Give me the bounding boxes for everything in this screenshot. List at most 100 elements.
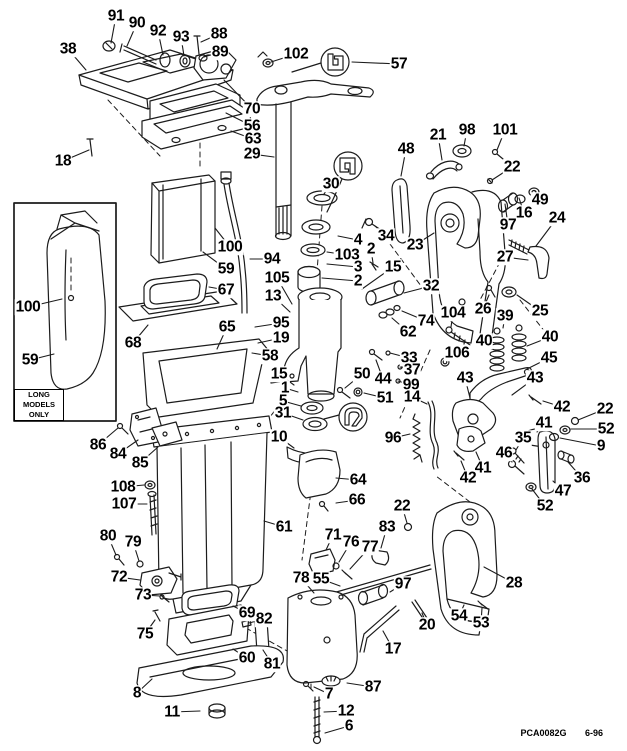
callout-107: 107 xyxy=(110,495,138,513)
part-bolt-107-108 xyxy=(144,480,158,536)
part-fasteners-right xyxy=(453,284,580,492)
part-seals-5-31 xyxy=(300,401,328,432)
callout-16: 16 xyxy=(514,204,534,222)
lubricant-icon-lower xyxy=(338,402,368,432)
callout-39: 39 xyxy=(495,307,515,325)
callout-38: 38 xyxy=(58,40,78,58)
callout-40: 40 xyxy=(474,332,494,350)
callout-83: 83 xyxy=(377,518,397,536)
callout-45: 45 xyxy=(539,349,559,367)
callout-1: 1 xyxy=(279,379,291,397)
callout-15: 15 xyxy=(269,365,289,383)
callout-40: 40 xyxy=(540,328,560,346)
callout-108: 108 xyxy=(109,478,137,496)
part-rod-17 xyxy=(359,605,400,653)
callout-63: 63 xyxy=(243,130,263,148)
lubricant-icon-top xyxy=(320,47,350,77)
callout-76: 76 xyxy=(341,533,361,551)
callout-91: 91 xyxy=(106,7,126,25)
part-clamp-bracket-23 xyxy=(426,186,506,344)
callout-54: 54 xyxy=(449,607,469,625)
callout-50: 50 xyxy=(352,365,372,383)
part-water-tube-94 xyxy=(220,171,248,314)
callout-5: 5 xyxy=(277,392,289,410)
callout-34: 34 xyxy=(376,227,396,245)
drawing-code: PCA0082G 6-96 xyxy=(504,728,603,738)
callout-43: 43 xyxy=(455,369,475,387)
callout-33: 33 xyxy=(399,349,419,367)
callout-48: 48 xyxy=(396,140,416,158)
callout-100: 100 xyxy=(216,238,244,256)
leader-line-9 xyxy=(559,437,602,447)
callout-52: 52 xyxy=(535,497,555,515)
callout-88: 88 xyxy=(209,25,229,43)
callout-75: 75 xyxy=(135,625,155,643)
part-inset-long-models xyxy=(13,202,117,422)
callout-52: 52 xyxy=(596,420,616,438)
callout-100: 100 xyxy=(14,298,42,316)
callout-61: 61 xyxy=(274,518,294,536)
callout-85: 85 xyxy=(130,454,150,472)
callout-41: 41 xyxy=(473,459,493,477)
callout-8: 8 xyxy=(131,684,143,702)
part-washers-62-74 xyxy=(378,304,401,319)
callout-49: 49 xyxy=(530,191,550,209)
callout-99: 99 xyxy=(401,376,421,394)
callout-56: 56 xyxy=(242,117,262,135)
part-pin-20 xyxy=(411,599,428,621)
lubricant-icon-middle xyxy=(333,151,363,181)
part-grommet-87 xyxy=(321,675,341,687)
callout-73: 73 xyxy=(133,586,153,604)
callout-31: 31 xyxy=(273,404,293,422)
callout-17: 17 xyxy=(383,640,403,658)
callout-90: 90 xyxy=(127,14,147,32)
callout-59: 59 xyxy=(216,260,236,278)
callout-24: 24 xyxy=(547,209,567,227)
callout-53: 53 xyxy=(471,614,491,632)
callout-64: 64 xyxy=(348,471,368,489)
callout-37: 37 xyxy=(402,361,422,379)
callout-11: 11 xyxy=(163,703,181,721)
callout-92: 92 xyxy=(148,22,168,40)
leader-lines xyxy=(27,15,607,734)
part-tilt-shaft-32 xyxy=(365,280,405,306)
callout-72: 72 xyxy=(109,568,129,586)
callout-35: 35 xyxy=(513,429,533,447)
leader-line-2 xyxy=(321,277,359,282)
part-plate-60 xyxy=(166,604,250,656)
callout-103: 103 xyxy=(333,246,361,264)
callout-65: 65 xyxy=(217,318,237,336)
part-tray-65 xyxy=(142,338,270,418)
part-solenoid-71 xyxy=(308,548,353,580)
callout-68: 68 xyxy=(123,334,143,352)
part-link-14 xyxy=(427,400,439,470)
part-screw-7 xyxy=(302,680,314,692)
part-small-fasteners-center xyxy=(336,348,403,399)
callout-95: 95 xyxy=(271,314,291,332)
callout-74: 74 xyxy=(416,312,436,330)
callout-43: 43 xyxy=(525,369,545,387)
callout-27: 27 xyxy=(495,248,515,266)
part-shield-64 xyxy=(297,449,341,512)
callout-4: 4 xyxy=(352,231,364,249)
part-screw-101 xyxy=(491,148,504,160)
callout-105: 105 xyxy=(263,269,291,287)
part-screw-22-upper xyxy=(486,177,494,185)
callout-78: 78 xyxy=(291,569,311,587)
lube-icon-pointers xyxy=(291,62,343,420)
callout-15: 15 xyxy=(383,258,403,276)
part-swivel-housing-1 xyxy=(270,287,343,402)
callout-3: 3 xyxy=(352,258,364,276)
callout-36: 36 xyxy=(572,469,592,487)
part-seal-67 xyxy=(143,273,208,310)
callout-60: 60 xyxy=(237,649,257,667)
part-link-21 xyxy=(425,160,463,180)
callout-80: 80 xyxy=(98,527,118,545)
part-handle-27 xyxy=(527,245,550,280)
callout-18: 18 xyxy=(53,152,73,170)
callout-104: 104 xyxy=(439,304,467,322)
callout-13: 13 xyxy=(263,287,283,305)
callout-67: 67 xyxy=(216,281,236,299)
